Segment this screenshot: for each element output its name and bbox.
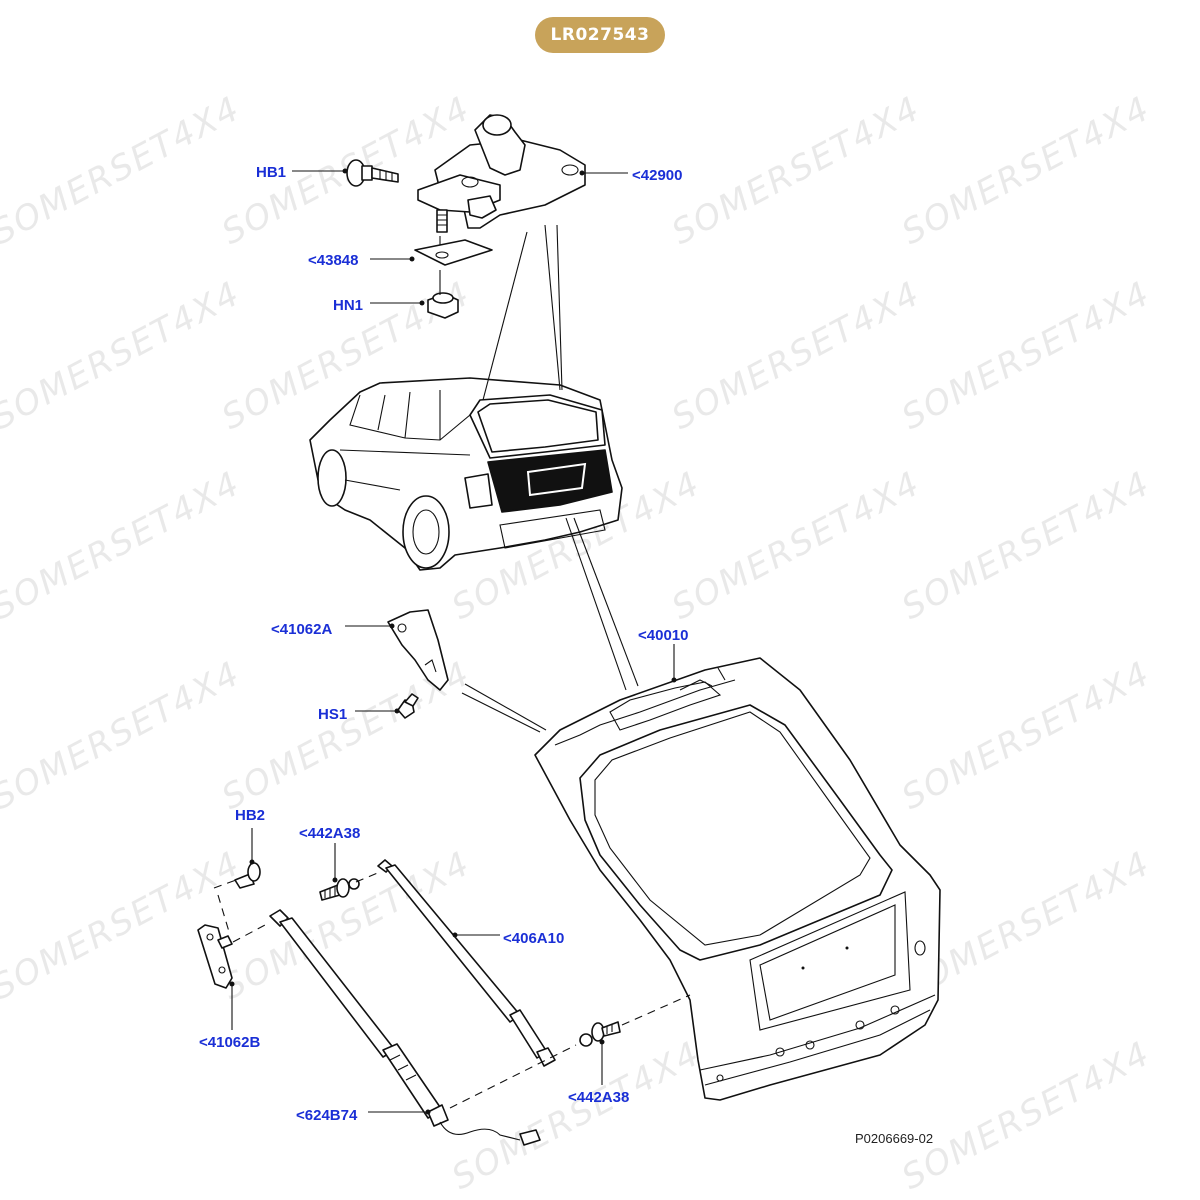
- watermark-text: SOMERSET4X4: [895, 1033, 1157, 1198]
- assembly-leader-lines: [461, 224, 639, 733]
- ball-stud-442a38-bottom[interactable]: [579, 1021, 621, 1047]
- bracket-41062b[interactable]: [197, 924, 233, 989]
- watermark-text: SOMERSET4X4: [0, 463, 247, 628]
- callout-42900[interactable]: <42900: [632, 167, 682, 184]
- callout-hn1[interactable]: HN1: [333, 297, 363, 314]
- watermark-layer: SOMERSET4X4 SOMERSET4X4 SOMERSET4X4 SOME…: [0, 88, 1157, 1198]
- nut-hn1[interactable]: [427, 292, 459, 319]
- callout-43848[interactable]: <43848: [308, 252, 358, 269]
- watermark-text: SOMERSET4X4: [0, 273, 247, 438]
- powered-strut-624b74[interactable]: [269, 909, 541, 1146]
- bolt-hb2[interactable]: [234, 862, 261, 889]
- vehicle-illustration: [309, 377, 623, 571]
- watermark-text: SOMERSET4X4: [445, 1033, 707, 1198]
- dashed-assembly-lines: [213, 871, 691, 1109]
- watermark-text: SOMERSET4X4: [895, 463, 1157, 628]
- part-number-badge[interactable]: LR027543: [535, 17, 665, 53]
- callout-hb1[interactable]: HB1: [256, 164, 286, 181]
- tailgate-panel[interactable]: [534, 657, 941, 1101]
- callout-442a38-top[interactable]: <442A38: [299, 825, 360, 842]
- callout-442a38-bottom[interactable]: <442A38: [568, 1089, 629, 1106]
- watermark-text: SOMERSET4X4: [665, 88, 927, 253]
- callout-41062a[interactable]: <41062A: [271, 621, 332, 638]
- watermark-text: SOMERSET4X4: [0, 88, 247, 253]
- watermark-text: SOMERSET4X4: [895, 653, 1157, 818]
- callout-41062b[interactable]: <41062B: [199, 1034, 260, 1051]
- hinge-assembly[interactable]: [417, 114, 586, 233]
- watermark-text: SOMERSET4X4: [0, 653, 247, 818]
- callout-hs1[interactable]: HS1: [318, 706, 347, 723]
- callout-labels: HB1 <42900 <43848 HN1 <41062A HS1 <40010…: [199, 164, 688, 1124]
- callout-40010[interactable]: <40010: [638, 627, 688, 644]
- callout-leaders: [229, 168, 677, 1115]
- watermark-text: SOMERSET4X4: [665, 273, 927, 438]
- callout-406a10[interactable]: <406A10: [503, 930, 564, 947]
- bracket-41062a[interactable]: [387, 609, 449, 691]
- diagram-reference: P0206669-02: [855, 1131, 933, 1146]
- callout-hb2[interactable]: HB2: [235, 807, 265, 824]
- ball-stud-442a38-top[interactable]: [319, 878, 360, 901]
- screw-hs1[interactable]: [397, 693, 419, 719]
- watermark-text: SOMERSET4X4: [895, 88, 1157, 253]
- bolt-hb1[interactable]: [346, 159, 399, 187]
- callout-624b74[interactable]: <624B74: [296, 1107, 358, 1124]
- gas-strut-406a10[interactable]: [377, 859, 556, 1067]
- watermark-text: SOMERSET4X4: [665, 463, 927, 628]
- watermark-text: SOMERSET4X4: [895, 273, 1157, 438]
- gasket-43848[interactable]: [414, 239, 493, 266]
